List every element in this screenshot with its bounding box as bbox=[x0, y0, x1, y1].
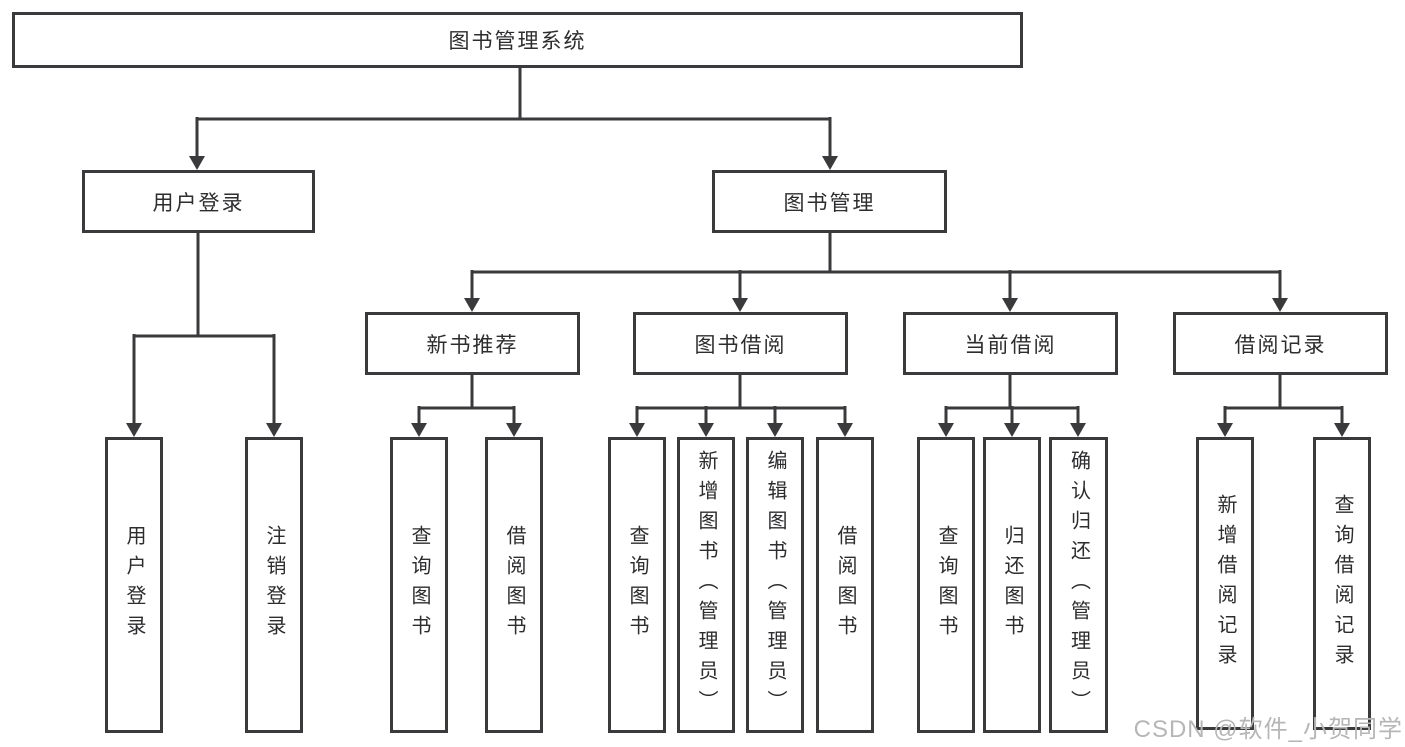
connector-book-borrow-children bbox=[629, 375, 853, 437]
leaf-query-book-1: 查询图书 bbox=[390, 437, 448, 733]
leaf-add-borrow-record-label: 新增借阅记录 bbox=[1214, 493, 1236, 674]
csdn-watermark: CSDN @软件_小贺同学 bbox=[1133, 716, 1403, 743]
leaf-edit-book-admin: 编辑图书（管理员） bbox=[746, 437, 804, 733]
leaf-edit-book-admin-label: 编辑图书（管理员） bbox=[764, 450, 786, 720]
connector-current-borrow-children bbox=[938, 375, 1086, 437]
node-current-borrow: 当前借阅 bbox=[903, 312, 1118, 375]
leaf-query-book-2: 查询图书 bbox=[608, 437, 666, 733]
leaf-user-login: 用户登录 bbox=[105, 437, 163, 733]
leaf-query-book-3: 查询图书 bbox=[917, 437, 975, 733]
connector-new-book-children bbox=[411, 375, 522, 437]
node-book-mgmt-branch-label: 图书管理 bbox=[783, 191, 876, 215]
leaf-return-book: 归还图书 bbox=[983, 437, 1041, 733]
connector-borrow-record-children bbox=[1217, 375, 1350, 437]
node-root: 图书管理系统 bbox=[12, 12, 1023, 68]
leaf-return-book-label: 归还图书 bbox=[1001, 525, 1023, 645]
node-book-borrow: 图书借阅 bbox=[633, 312, 848, 375]
leaf-add-book-admin-label: 新增图书（管理员） bbox=[695, 450, 717, 720]
leaf-borrow-book-1-label: 借阅图书 bbox=[503, 525, 525, 645]
node-new-book-recommend-label: 新书推荐 bbox=[426, 333, 519, 357]
leaf-borrow-book-2-label: 借阅图书 bbox=[834, 525, 856, 645]
node-borrow-record: 借阅记录 bbox=[1173, 312, 1388, 375]
node-new-book-recommend: 新书推荐 bbox=[365, 312, 580, 375]
leaf-logout-label: 注销登录 bbox=[263, 525, 285, 645]
leaf-confirm-return-admin: 确认归还（管理员） bbox=[1049, 437, 1108, 733]
node-user-login-branch-label: 用户登录 bbox=[152, 191, 245, 215]
leaf-query-book-3-label: 查询图书 bbox=[935, 525, 957, 645]
node-book-mgmt-branch: 图书管理 bbox=[712, 170, 947, 233]
leaf-user-login-label: 用户登录 bbox=[123, 525, 145, 645]
node-current-borrow-label: 当前借阅 bbox=[964, 333, 1057, 357]
connector-root-to-level2 bbox=[189, 67, 838, 170]
leaf-query-book-1-label: 查询图书 bbox=[408, 525, 430, 645]
node-root-label: 图书管理系统 bbox=[448, 30, 587, 53]
node-borrow-record-label: 借阅记录 bbox=[1234, 333, 1327, 357]
leaf-add-book-admin: 新增图书（管理员） bbox=[677, 437, 735, 733]
leaf-add-borrow-record: 新增借阅记录 bbox=[1196, 437, 1254, 730]
leaf-borrow-book-2: 借阅图书 bbox=[816, 437, 874, 733]
connector-book-mgmt-to-level3 bbox=[464, 233, 1288, 312]
leaf-borrow-book-1: 借阅图书 bbox=[485, 437, 543, 733]
leaf-query-book-2-label: 查询图书 bbox=[626, 525, 648, 645]
leaf-query-borrow-record: 查询借阅记录 bbox=[1313, 437, 1371, 730]
connector-user-login-children bbox=[126, 233, 282, 437]
leaf-confirm-return-admin-label: 确认归还（管理员） bbox=[1067, 450, 1090, 720]
node-book-borrow-label: 图书借阅 bbox=[694, 333, 787, 357]
leaf-logout: 注销登录 bbox=[245, 437, 303, 733]
leaf-query-borrow-record-label: 查询借阅记录 bbox=[1331, 493, 1353, 674]
node-user-login-branch: 用户登录 bbox=[82, 170, 315, 233]
